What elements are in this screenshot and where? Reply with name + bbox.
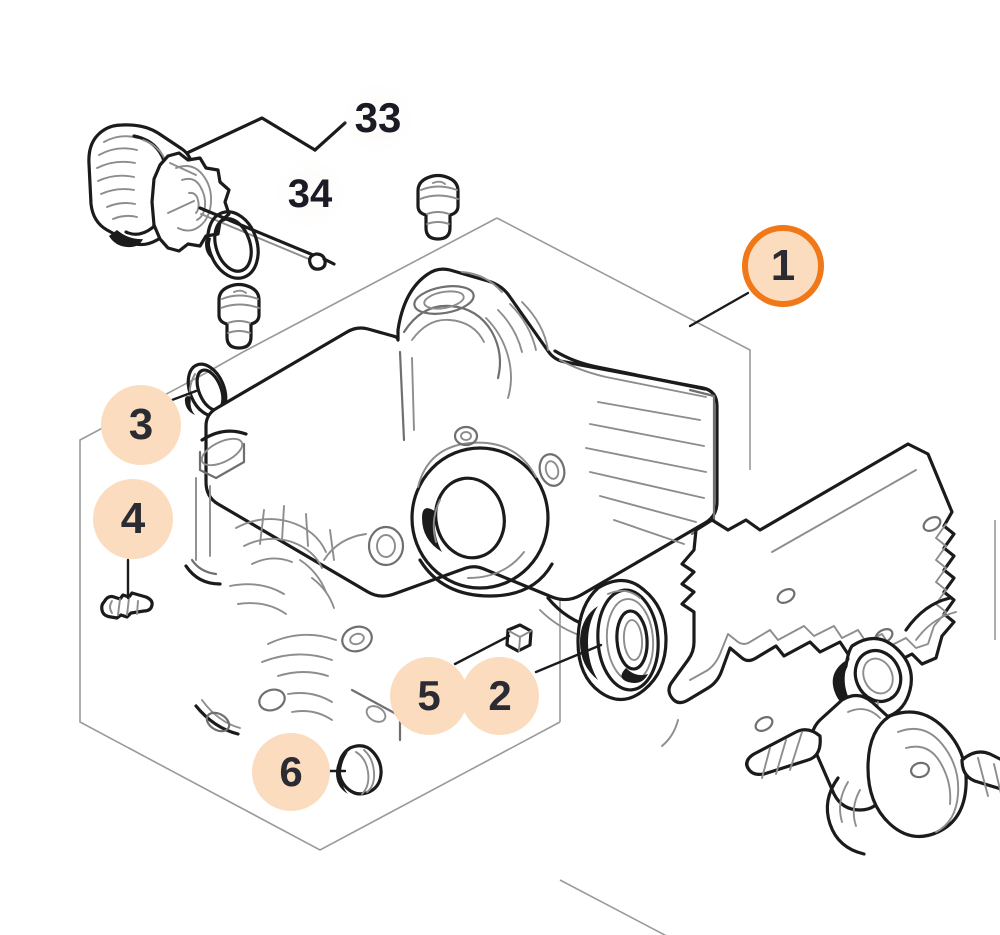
- callout-2-label: 2: [488, 672, 512, 719]
- callout-5[interactable]: 5: [390, 657, 468, 735]
- callout-3-label: 3: [128, 400, 154, 449]
- group-boundary-right: [559, 520, 996, 935]
- callout-3[interactable]: 3: [101, 385, 181, 465]
- leader-lines: [126, 291, 750, 773]
- callout-1-label: 1: [770, 241, 796, 290]
- dowel-pin: [505, 623, 533, 653]
- callout-1[interactable]: 1: [742, 225, 824, 307]
- label-33[interactable]: 33: [342, 82, 414, 154]
- annular-buffer-lower: [217, 282, 261, 350]
- callout-5-label: 5: [417, 672, 441, 719]
- crankshaft-assembly: [745, 596, 1000, 856]
- callout-6-label: 6: [279, 748, 303, 795]
- rubber-plug: [336, 744, 383, 796]
- grooved-ball-bearing: [576, 578, 668, 702]
- bracket-33-34: [170, 116, 347, 162]
- set-screw: [100, 591, 154, 620]
- label-34[interactable]: 34: [274, 158, 346, 230]
- callout-2[interactable]: 2: [461, 657, 539, 735]
- callout-4[interactable]: 4: [93, 479, 173, 559]
- annular-buffer-upper: [416, 173, 460, 241]
- label-34-text: 34: [287, 172, 333, 216]
- callout-6[interactable]: 6: [252, 733, 330, 811]
- oil-pump-o-ring: [205, 210, 260, 280]
- label-33-text: 33: [354, 94, 402, 141]
- callout-4-label: 4: [120, 494, 146, 543]
